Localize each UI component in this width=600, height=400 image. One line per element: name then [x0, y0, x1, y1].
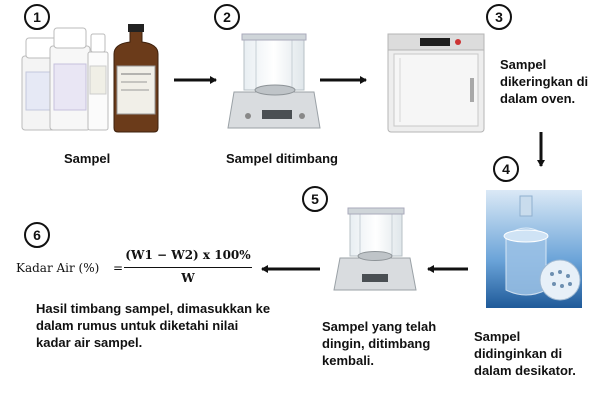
step-6-caption: Hasil timbang sampel, dimasukkan ke dala…	[36, 300, 270, 351]
step-3-caption: Sampel dikeringkan di dalam oven.	[500, 56, 588, 107]
step-4-caption: Sampel didinginkan di dalam desikator.	[474, 328, 576, 379]
formula-equals: =	[113, 261, 124, 275]
step-3-caption-line: dikeringkan di	[500, 74, 589, 89]
formula-numerator: (W1 − W2) x 100%	[125, 248, 251, 262]
step-number-2: 2	[214, 4, 240, 30]
step-2-caption: Sampel ditimbang	[226, 151, 338, 166]
step-number-1: 1	[24, 4, 50, 30]
step-1-caption: Sampel	[64, 151, 111, 166]
desiccator-icon	[486, 190, 582, 308]
step-6-caption-line: dalam rumus untuk diketahi nilai	[36, 318, 239, 333]
step-4-caption-line: Sampel	[474, 329, 521, 344]
balance-icon	[227, 33, 321, 129]
step-4-caption-line: didinginkan di	[474, 346, 563, 361]
step-5-caption-line: kembali.	[322, 353, 375, 368]
step-6-caption-line: kadar air sampel.	[36, 335, 143, 350]
step-number-6: 6	[24, 222, 50, 248]
step-3-caption-line: Sampel	[500, 57, 547, 72]
formula-lhs: Kadar Air (%)	[16, 261, 100, 275]
bottles-icon	[21, 24, 159, 133]
oven-icon	[387, 33, 485, 133]
step-number-5: 5	[302, 186, 328, 212]
formula-denominator: W	[181, 271, 195, 285]
step-number-4: 4	[493, 156, 519, 182]
step-5-caption: Sampel yang telah dingin, ditimbang kemb…	[322, 318, 436, 369]
step-5-caption-line: dingin, ditimbang	[322, 336, 431, 351]
formula-fraction-bar	[124, 267, 252, 268]
moisture-formula: Kadar Air (%) = (W1 − W2) x 100% W	[16, 248, 256, 288]
step-3-caption-line: dalam oven.	[500, 91, 576, 106]
step-6-caption-line: Hasil timbang sampel, dimasukkan ke	[36, 301, 271, 316]
step-number-3: 3	[486, 4, 512, 30]
step-4-caption-line: dalam desikator.	[474, 363, 576, 378]
step-5-caption-line: Sampel yang telah	[322, 319, 437, 334]
balance-icon-2	[333, 207, 417, 291]
